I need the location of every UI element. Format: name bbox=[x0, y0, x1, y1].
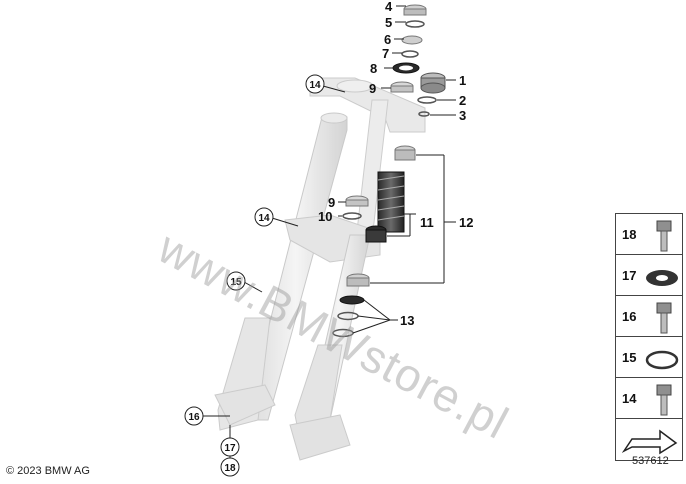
legend-number: 15 bbox=[622, 350, 637, 365]
callout-3: 3 bbox=[459, 108, 466, 123]
callout-4: 4 bbox=[385, 0, 393, 14]
callout-9-top: 9 bbox=[369, 81, 376, 96]
o-ring-icon bbox=[645, 350, 679, 370]
legend-number: 18 bbox=[622, 227, 637, 242]
diagram-number: 537612 bbox=[632, 455, 669, 467]
callout-2: 2 bbox=[459, 93, 466, 108]
exploded-parts bbox=[332, 4, 446, 338]
leader-lines bbox=[202, 5, 456, 459]
legend-item-14: 14 bbox=[615, 377, 683, 423]
callout-5: 5 bbox=[385, 15, 392, 30]
legend-number: 14 bbox=[622, 391, 637, 406]
callout-8: 8 bbox=[370, 61, 377, 76]
callout-16: 16 bbox=[188, 412, 200, 423]
copyright: © 2023 BMW AG bbox=[6, 465, 90, 477]
callout-12: 12 bbox=[459, 215, 473, 230]
callout-labels: 4 5 6 7 8 9 1 2 3 9 10 11 12 13 bbox=[318, 0, 473, 328]
parts-legend: 18 17 16 15 14 bbox=[615, 213, 683, 461]
callout-9-lower: 9 bbox=[328, 195, 335, 210]
callout-18: 18 bbox=[224, 463, 236, 474]
legend-arrow-cell bbox=[615, 418, 683, 461]
callout-7: 7 bbox=[382, 46, 389, 61]
callout-14-top: 14 bbox=[309, 80, 321, 91]
callout-11: 11 bbox=[420, 215, 434, 230]
hex-socket-bolt-icon bbox=[656, 302, 672, 334]
callout-17: 17 bbox=[224, 443, 236, 454]
legend-item-17: 17 bbox=[615, 254, 683, 300]
legend-number: 16 bbox=[622, 309, 637, 324]
callout-13: 13 bbox=[400, 313, 414, 328]
legend-item-18: 18 bbox=[615, 213, 683, 259]
circled-callouts: 14 14 15 16 17 18 bbox=[184, 74, 325, 477]
legend-number: 17 bbox=[622, 268, 637, 283]
hex-socket-bolt-icon bbox=[656, 220, 672, 252]
callout-15: 15 bbox=[230, 277, 242, 288]
fork-assembly-ghost bbox=[214, 77, 426, 461]
flat-washer-icon bbox=[646, 270, 678, 286]
spring bbox=[377, 171, 405, 233]
callout-14-mid: 14 bbox=[258, 213, 270, 224]
arrow-icon bbox=[622, 429, 678, 455]
callout-6: 6 bbox=[384, 32, 391, 47]
hex-socket-bolt-icon bbox=[656, 384, 672, 416]
legend-item-15: 15 bbox=[615, 336, 683, 382]
callout-10: 10 bbox=[318, 209, 332, 224]
callout-1: 1 bbox=[459, 73, 466, 88]
legend-item-16: 16 bbox=[615, 295, 683, 341]
